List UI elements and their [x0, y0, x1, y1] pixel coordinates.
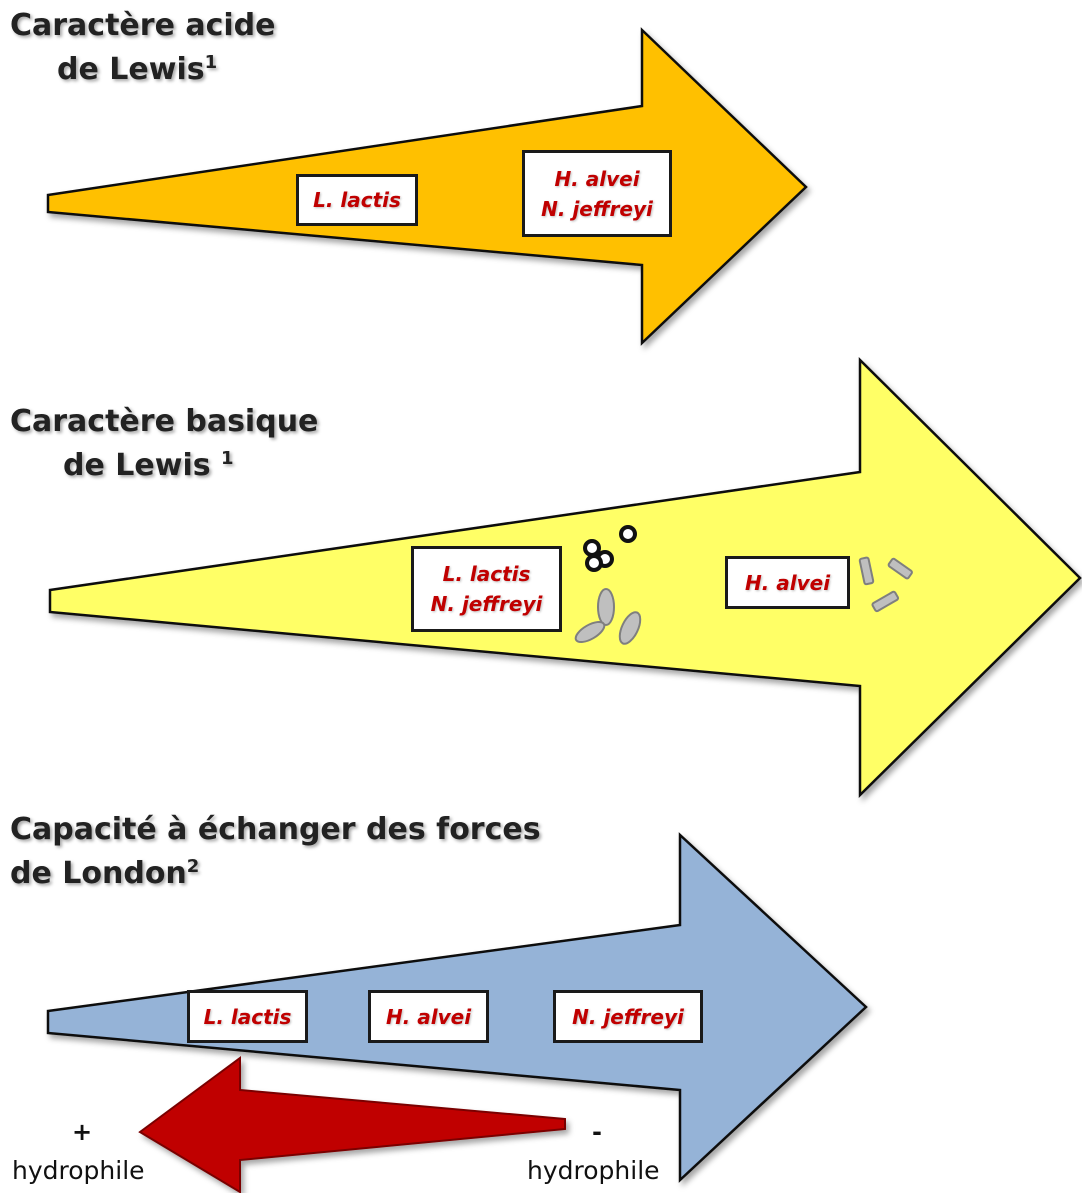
basic-box-2: H. alvei — [725, 556, 850, 609]
london-title-sup: 2 — [186, 856, 200, 877]
rod-cells-icon — [858, 556, 913, 613]
basic-title-line1: Caractère basique — [10, 404, 319, 439]
bacteria-label: H. alvei — [554, 166, 640, 191]
plus-sign: + — [72, 1118, 93, 1146]
basic-title-sup: 1 — [221, 448, 234, 469]
bacteria-label: L. lactis — [313, 188, 401, 212]
basic-title-line2: de Lewis — [63, 448, 222, 483]
basic-arrow — [48, 357, 1082, 798]
bacteria-label: N. jeffreyi — [430, 592, 543, 616]
acid-box-2: H. alvei N. jeffreyi — [522, 150, 672, 237]
bacteria-label: H. alvei — [385, 1004, 472, 1029]
london-title: Capacité à échanger des forces de London… — [10, 808, 541, 896]
acid-title-line1: Caractère acide — [10, 8, 276, 43]
hydrophile-left-label: hydrophile — [12, 1156, 145, 1185]
acid-arrow — [46, 27, 808, 346]
acid-box-1: L. lactis — [296, 174, 418, 226]
acid-title-line2: de Lewis — [57, 52, 205, 87]
bacteria-label: N. jeffreyi — [572, 1004, 684, 1029]
minus-sign: - — [592, 1118, 602, 1146]
cocci-cells-icon — [583, 525, 637, 572]
bacteria-label: L. lactis — [203, 1004, 292, 1029]
bacteria-label: N. jeffreyi — [541, 196, 653, 221]
bacteria-label: L. lactis — [442, 562, 531, 586]
london-box-3: N. jeffreyi — [553, 990, 703, 1043]
hydrophile-arrow — [138, 1056, 566, 1193]
ovoid-cells-icon — [574, 588, 642, 645]
hydrophile-right-label: hydrophile — [527, 1156, 660, 1185]
london-title-line1: Capacité à échanger des forces — [10, 812, 541, 847]
london-title-line2: de London — [10, 856, 187, 891]
london-box-1: L. lactis — [187, 990, 308, 1043]
bacteria-label: H. alvei — [744, 570, 831, 595]
acid-title: Caractère acide de Lewis1 — [10, 4, 276, 92]
basic-box-1: L. lactis N. jeffreyi — [411, 546, 562, 632]
basic-title: Caractère basique de Lewis 1 — [10, 400, 318, 488]
london-box-2: H. alvei — [368, 990, 489, 1043]
acid-title-sup: 1 — [204, 52, 218, 73]
